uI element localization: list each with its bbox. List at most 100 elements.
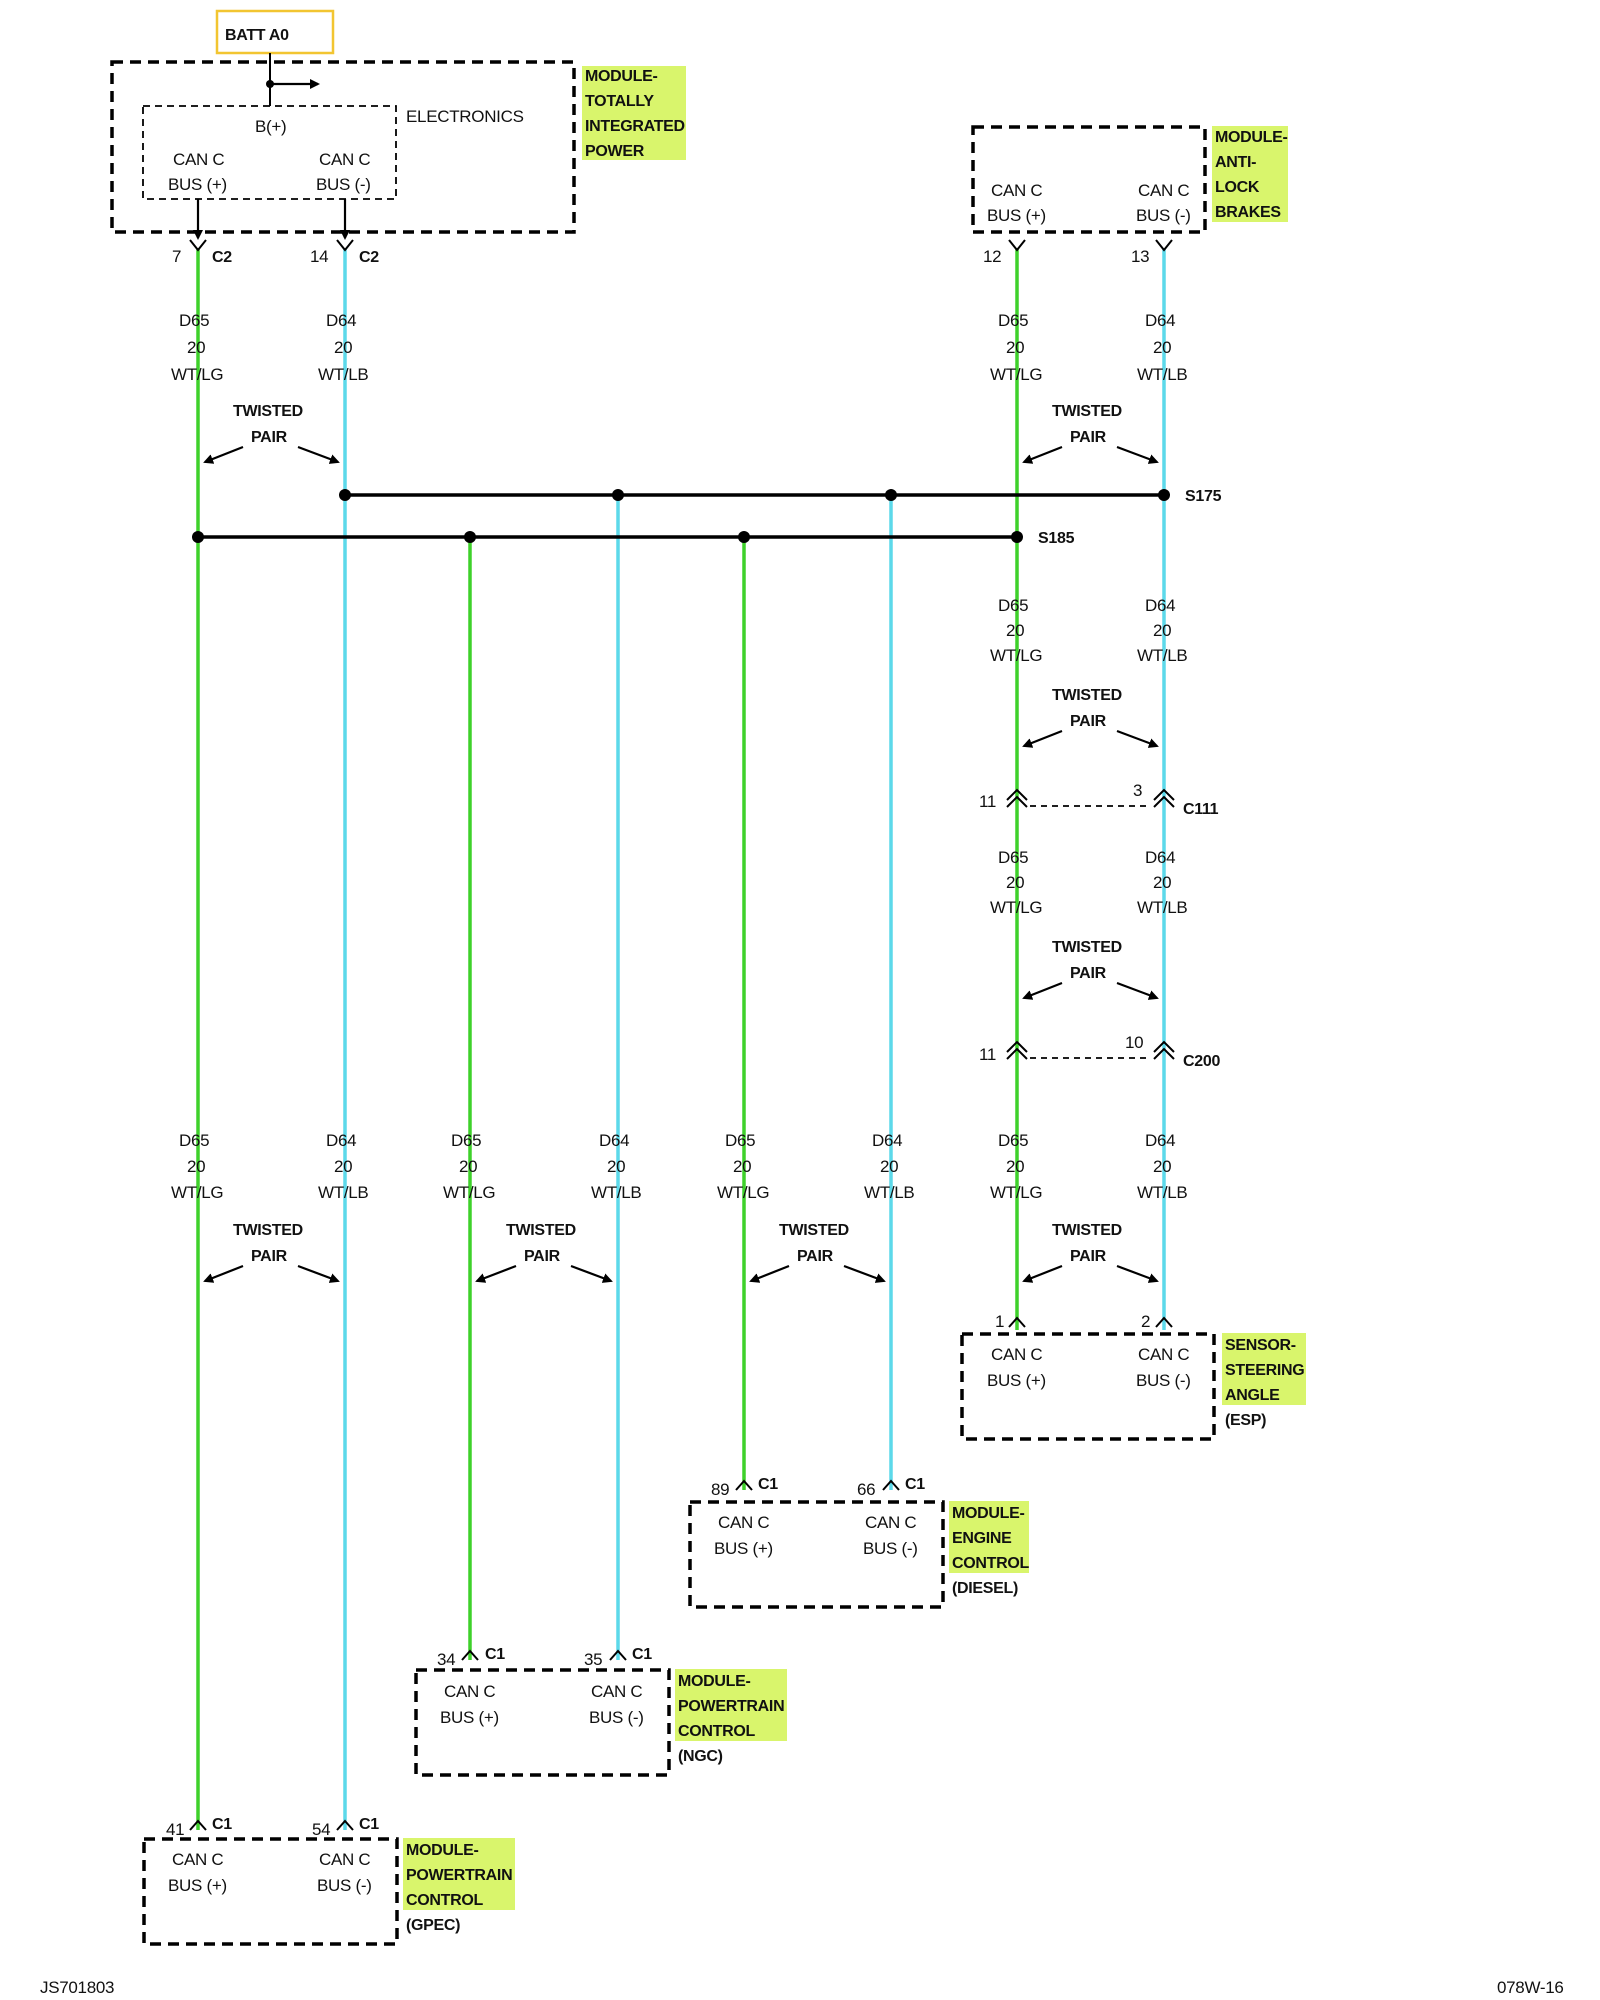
text-wires-neg-circuit: D64	[1145, 596, 1175, 615]
diagram-rect	[582, 66, 686, 160]
text-wires-pos-gauge: 20	[733, 1157, 751, 1176]
text-twisted-line1: TWISTED	[1052, 687, 1122, 704]
sas-name-4: (ESP)	[1225, 1412, 1266, 1429]
pin-tipm-neg: 14	[310, 247, 328, 266]
ngc-name-2: POWERTRAIN	[678, 1698, 784, 1715]
diagram-line	[570, 1264, 613, 1283]
ecm-name-4: (DIESEL)	[952, 1580, 1018, 1597]
battery-label-box	[215, 9, 335, 55]
diagram-line	[203, 1264, 244, 1283]
module-pcm-ngc[interactable]: CAN C BUS (+) CAN C BUS (-)	[414, 1668, 671, 1777]
text-wires-pos-gauge: 20	[1006, 1157, 1024, 1176]
diagram-path	[1006, 795, 1028, 808]
diagram-line	[1116, 1264, 1159, 1283]
text-wires-pos-color: WT/LG	[990, 365, 1042, 384]
pin-sas-neg: 2	[1141, 1312, 1150, 1331]
tipm-pin-pos-line1: CAN C	[173, 150, 224, 169]
text-wires-neg-circuit: D64	[1145, 1131, 1175, 1150]
diagram-line	[749, 1264, 790, 1283]
pin-gpec-pos: 41	[166, 1820, 184, 1839]
pin-sas-pos: 1	[995, 1312, 1004, 1331]
text-wires-pos-circuit: D65	[998, 1131, 1028, 1150]
pin-abs-neg: 13	[1131, 247, 1149, 266]
abs-pin-pos-line2: BUS (+)	[987, 206, 1046, 225]
label-c111-pos: D65 20 WT/LG	[990, 848, 1043, 917]
diagram-circle	[339, 489, 351, 501]
text-twisted-line1: TWISTED	[233, 1222, 303, 1239]
text-twisted-line2: PAIR	[524, 1248, 561, 1265]
text-wires-neg-color: WT/LB	[1137, 898, 1187, 917]
diagram-path	[336, 239, 354, 252]
ngc-name-3: CONTROL	[678, 1723, 756, 1740]
pin-c200-pos: 11	[979, 1045, 996, 1064]
abs-name-2: ANTI-	[1215, 154, 1256, 171]
module-abs[interactable]: CAN C BUS (+) CAN C BUS (-)	[971, 125, 1207, 234]
diagram-line	[1116, 729, 1159, 748]
gpec-name-tag: MODULE- POWERTRAIN CONTROL (GPEC)	[403, 1838, 515, 1934]
ngc-name-1: MODULE-	[678, 1673, 751, 1690]
text-wires-neg-circuit: D64	[1145, 848, 1175, 867]
diagram-path	[1006, 1047, 1028, 1060]
diagram-circle	[1158, 489, 1170, 501]
wire-labels-row4: D65 20 WT/LG D64 20 WT/LB D65 20 WT/LG D…	[171, 1131, 1188, 1202]
diagram-path	[1006, 788, 1028, 801]
label-sas-neg: D64 20 WT/LB	[1137, 1131, 1188, 1202]
diagram-path	[189, 239, 207, 252]
ecm-name-1: MODULE-	[952, 1505, 1025, 1522]
diagram-line	[297, 445, 340, 464]
abs-name-tag: MODULE- ANTI- LOCK BRAKES	[1212, 126, 1288, 222]
text-wires-pos-gauge: 20	[187, 1157, 205, 1176]
text-twisted-line1: TWISTED	[1052, 939, 1122, 956]
text-twisted-line1: TWISTED	[779, 1222, 849, 1239]
module-pcm-gpec[interactable]: CAN C BUS (+) CAN C BUS (-)	[142, 1837, 399, 1946]
diagram-path	[1155, 239, 1173, 252]
connector-c200: 11 10 C200	[979, 1033, 1221, 1070]
text-wires-pos-gauge: 20	[1006, 338, 1024, 357]
footer-left-code: JS701803	[40, 1978, 114, 1997]
tipm-name-1: MODULE-	[585, 68, 658, 85]
diagram-path	[461, 1649, 479, 1661]
label-sas-pos: D65 20 WT/LG	[990, 1131, 1043, 1202]
text-twisted-line2: PAIR	[797, 1248, 834, 1265]
label-s175-neg: D64 20 WT/LB	[1137, 596, 1188, 665]
footer-right-code: 078W-16	[1497, 1978, 1564, 1997]
text-wires-neg-color: WT/LB	[591, 1183, 641, 1202]
text-twisted-line1: TWISTED	[233, 403, 303, 420]
sas-pin-neg-line1: CAN C	[1138, 1345, 1189, 1364]
connector-c111: 11 3 C111	[979, 781, 1219, 818]
text-wires-neg-color: WT/LB	[318, 365, 368, 384]
diagram-path	[1155, 1316, 1173, 1328]
label-s185-pos: D65 20 WT/LG	[990, 596, 1043, 665]
text-wires-pos-color: WT/LG	[990, 898, 1042, 917]
connector-ecm: 89 C1 66 C1	[711, 1476, 926, 1499]
connector-ngc: 34 C1 35 C1	[437, 1646, 653, 1669]
module-tipm[interactable]: ELECTRONICS B(+) CAN C BUS (+) CAN C BUS…	[110, 60, 576, 240]
splice-label-s185: S185	[1038, 530, 1075, 547]
conn-ngc-c1-a: C1	[485, 1646, 505, 1663]
twisted-pair-abs-mid1: TWISTED PAIR	[1022, 687, 1159, 748]
twisted-pair-abs-top: TWISTED PAIR	[1022, 403, 1159, 464]
ngc-pin-neg-line2: BUS (-)	[589, 1708, 644, 1727]
text-wires-pos-gauge: 20	[187, 338, 205, 357]
diagram-line	[1116, 445, 1159, 464]
diagram-circle	[1011, 531, 1023, 543]
conn-label-c200: C200	[1183, 1053, 1220, 1070]
text-twisted-line2: PAIR	[1070, 1248, 1107, 1265]
text-wires-neg-gauge: 20	[607, 1157, 625, 1176]
battery-label: BATT A0	[225, 27, 289, 44]
text-wires-pos-gauge: 20	[1006, 873, 1024, 892]
diagram-path	[336, 1819, 354, 1831]
module-ecm[interactable]: CAN C BUS (+) CAN C BUS (-)	[688, 1500, 945, 1609]
text-wires-neg-color: WT/LB	[1137, 646, 1187, 665]
diagram-rect	[675, 1669, 787, 1741]
connector-abs: 12 13	[983, 239, 1173, 266]
ecm-pin-pos-line2: BUS (+)	[714, 1539, 773, 1558]
text-wires-neg-gauge: 20	[334, 1157, 352, 1176]
diagram-path	[1008, 1316, 1026, 1328]
module-sas[interactable]: CAN C BUS (+) CAN C BUS (-)	[960, 1332, 1216, 1441]
wire-labels-row2: D65 20 WT/LG D64 20 WT/LB	[990, 596, 1188, 665]
text-wires-pos-circuit: D65	[998, 311, 1028, 330]
text-wires-pos-circuit: D65	[998, 596, 1028, 615]
tipm-pin-neg-line1: CAN C	[319, 150, 370, 169]
